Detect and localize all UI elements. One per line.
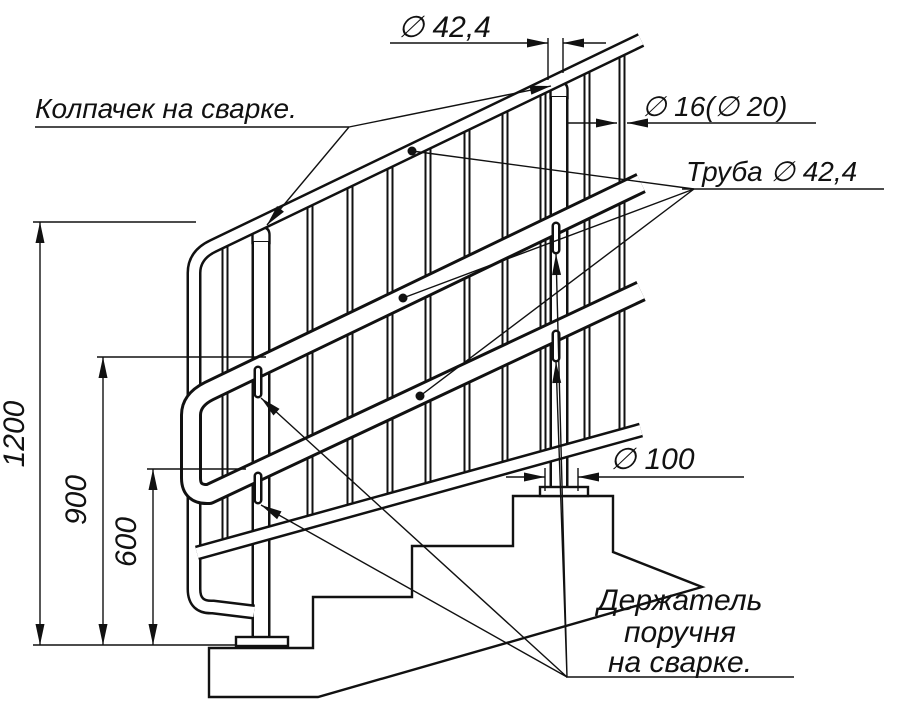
stairs-outline: [207, 494, 706, 699]
handrail-tube-fill: [183, 175, 645, 503]
dim-baluster-diameter: ∅ 16(∅ 20): [642, 91, 787, 122]
dim-height-600: 600: [110, 517, 143, 567]
right-post-base-plate: [538, 485, 590, 498]
dim-height-900: 900: [60, 475, 93, 525]
holder-stubs-fill: [256, 224, 558, 502]
left-post-base-plate: [234, 635, 290, 648]
arrowheads: [35, 38, 648, 645]
handrail-loop: [180, 173, 646, 506]
handrail-holders: [253, 221, 561, 505]
label-holder-line3: на сварке.: [608, 646, 752, 679]
annotations: Колпачек на сварке. ∅ 42,4 ∅ 16(∅ 20) Тр…: [0, 11, 857, 679]
stairs: [207, 494, 706, 699]
label-tube: Труба ∅ 42,4: [686, 156, 857, 187]
dim-post-diameter: ∅ 100: [610, 443, 695, 476]
dimension-lines: [33, 38, 884, 678]
frame-bottom-rail-fill: [195, 425, 643, 558]
left-post: [234, 225, 290, 648]
label-holder-line2: поручня: [624, 616, 736, 649]
label-cap-weld: Колпачек на сварке.: [35, 93, 297, 124]
dim-rail-diameter: ∅ 42,4: [398, 11, 491, 44]
dim-height-1200: 1200: [0, 400, 31, 467]
leader-dots: [398, 146, 425, 401]
right-post: [538, 80, 590, 498]
label-holder-line1: Держатель: [595, 584, 763, 617]
